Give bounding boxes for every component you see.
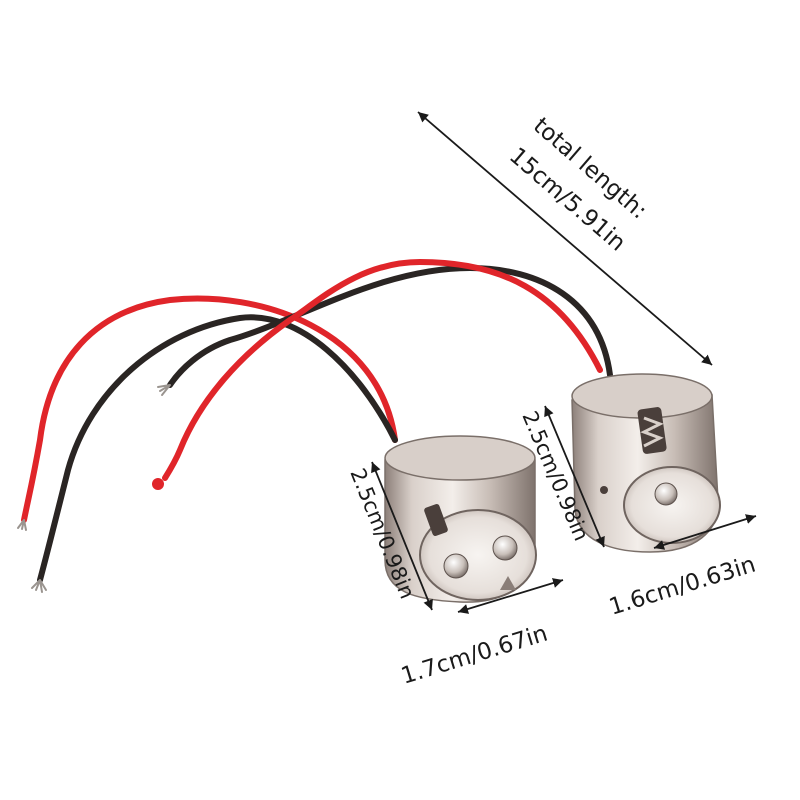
left-height-arrow xyxy=(371,461,433,611)
red-wire-left-long xyxy=(21,295,398,523)
right-width-label: 1.6cm/0.63in xyxy=(606,552,759,621)
right-height-arrow xyxy=(544,405,605,548)
left-contact-pin-1 xyxy=(443,553,469,579)
left-contact-pin-2 xyxy=(492,535,518,561)
dimension-lines xyxy=(371,111,757,614)
black-wire-left-long xyxy=(37,314,398,583)
left-width-label: 1.7cm/0.67in xyxy=(398,621,551,690)
red-insulated-tip xyxy=(152,478,164,490)
total-length-arrow xyxy=(417,111,713,366)
left-width-arrow xyxy=(457,578,564,614)
stripped-wire-ends xyxy=(17,384,171,593)
right-contact-pin xyxy=(654,482,678,506)
right-width-arrow xyxy=(653,514,757,550)
